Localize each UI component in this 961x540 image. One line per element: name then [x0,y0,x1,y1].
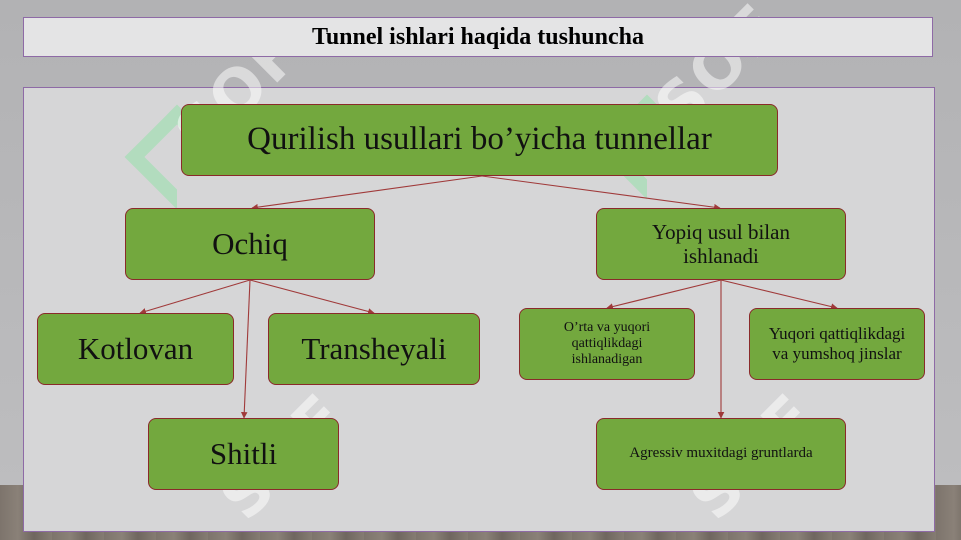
kotlovan-label: Kotlovan [77,331,194,367]
slide-title: Tunnel ishlari haqida tushuncha [312,23,644,50]
medium-hard-rock-node: O’rta va yuqori qattiqlikdagi ishlanadig… [519,308,695,380]
root-node: Qurilish usullari bo’yicha tunnellar [181,104,778,176]
open-method-node: Ochiq [125,208,375,280]
transheyali-node: Transheyali [268,313,480,385]
aggressive-soil-node: Agressiv muxitdagi gruntlarda [596,418,846,490]
kotlovan-node: Kotlovan [37,313,234,385]
medium-hard-rock-label: O’rta va yuqori qattiqlikdagi ishlanadig… [563,319,651,368]
closed-method-label: Yopiq usul bilan ishlanadi [652,219,790,268]
connector-root-open [251,175,483,211]
hard-soft-rock-label: Yuqori qattiqlikdagi va yumshoq jinslar [768,324,906,363]
connector-closed-medium [606,279,722,310]
aggressive-soil-label: Agressiv muxitdagi gruntlarda [629,445,813,462]
hard-soft-rock-node: Yuqori qattiqlikdagi va yumshoq jinslar [749,308,925,380]
closed-method-node: Yopiq usul bilan ishlanadi [596,208,846,280]
connector-open-shitli [240,279,251,419]
connector-open-transheyali [249,279,375,315]
title-bar: Tunnel ishlari haqida tushuncha [23,17,933,57]
connector-root-closed [481,175,721,211]
open-method-label: Ochiq [212,226,288,262]
shitli-label: Shitli [209,436,278,472]
shitli-node: Shitli [148,418,339,490]
transheyali-label: Transheyali [301,331,447,367]
connector-open-kotlovan [139,279,251,315]
root-node-label: Qurilish usullari bo’yicha tunnellar [247,121,712,158]
connector-closed-hard-soft [720,279,838,310]
